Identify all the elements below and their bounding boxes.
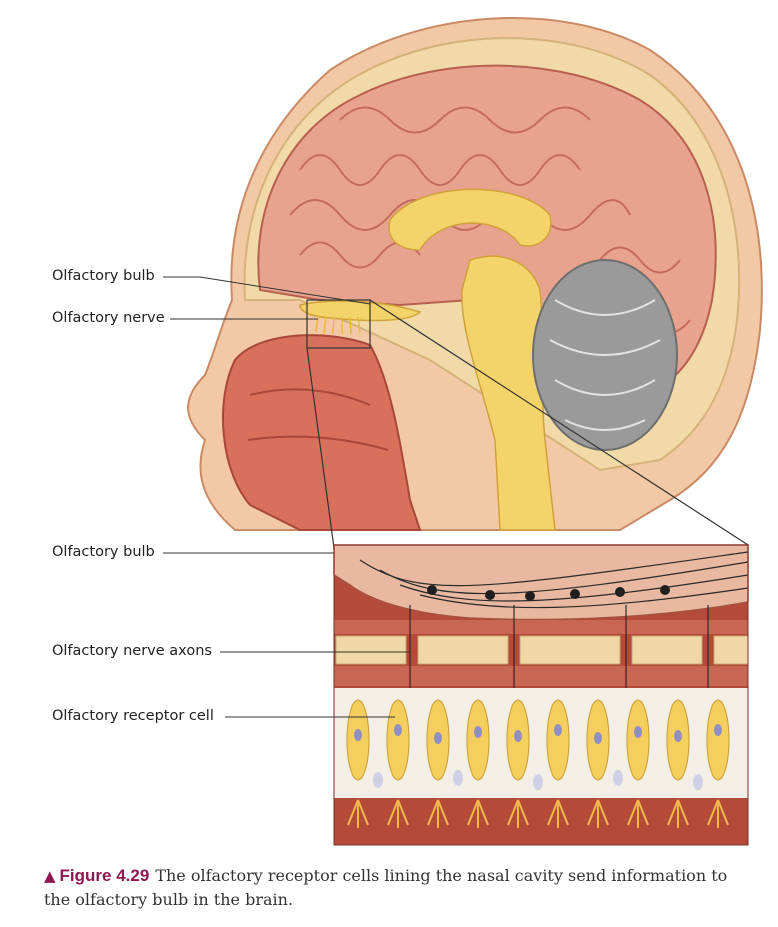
- cribriform-plate: [335, 635, 749, 665]
- tissue-detail: [163, 544, 749, 846]
- olfactory-anatomy-diagram: [163, 17, 763, 846]
- head-cross-section: [163, 17, 763, 549]
- leader-olfactory-bulb-top: [163, 276, 371, 305]
- zoom-line-right: [369, 299, 749, 546]
- zoom-line-left: [306, 347, 335, 549]
- label-olfactory-bulb-top: Olfactory bulb: [52, 268, 155, 284]
- nasal-conchae: [247, 388, 389, 451]
- magnification-box: [306, 299, 371, 349]
- label-olfactory-receptor-cell: Olfactory receptor cell: [52, 708, 214, 724]
- cilia: [347, 799, 729, 828]
- receptor-cells: [346, 699, 730, 790]
- label-olfactory-bulb-bottom: Olfactory bulb: [52, 544, 155, 560]
- figure-number: Figure 4.29: [59, 866, 150, 885]
- label-olfactory-nerve-axons: Olfactory nerve axons: [52, 643, 212, 659]
- nasal-cavity: [222, 334, 422, 531]
- triangle-icon: ▲: [44, 867, 56, 885]
- caption-text: The olfactory receptor cells lining the …: [44, 866, 728, 909]
- corpus-callosum: [388, 188, 552, 251]
- olfactory-bulb-head: [299, 300, 422, 322]
- cerebellum: [532, 259, 678, 451]
- label-olfactory-nerve: Olfactory nerve: [52, 310, 165, 326]
- mitral-cells: [427, 585, 670, 601]
